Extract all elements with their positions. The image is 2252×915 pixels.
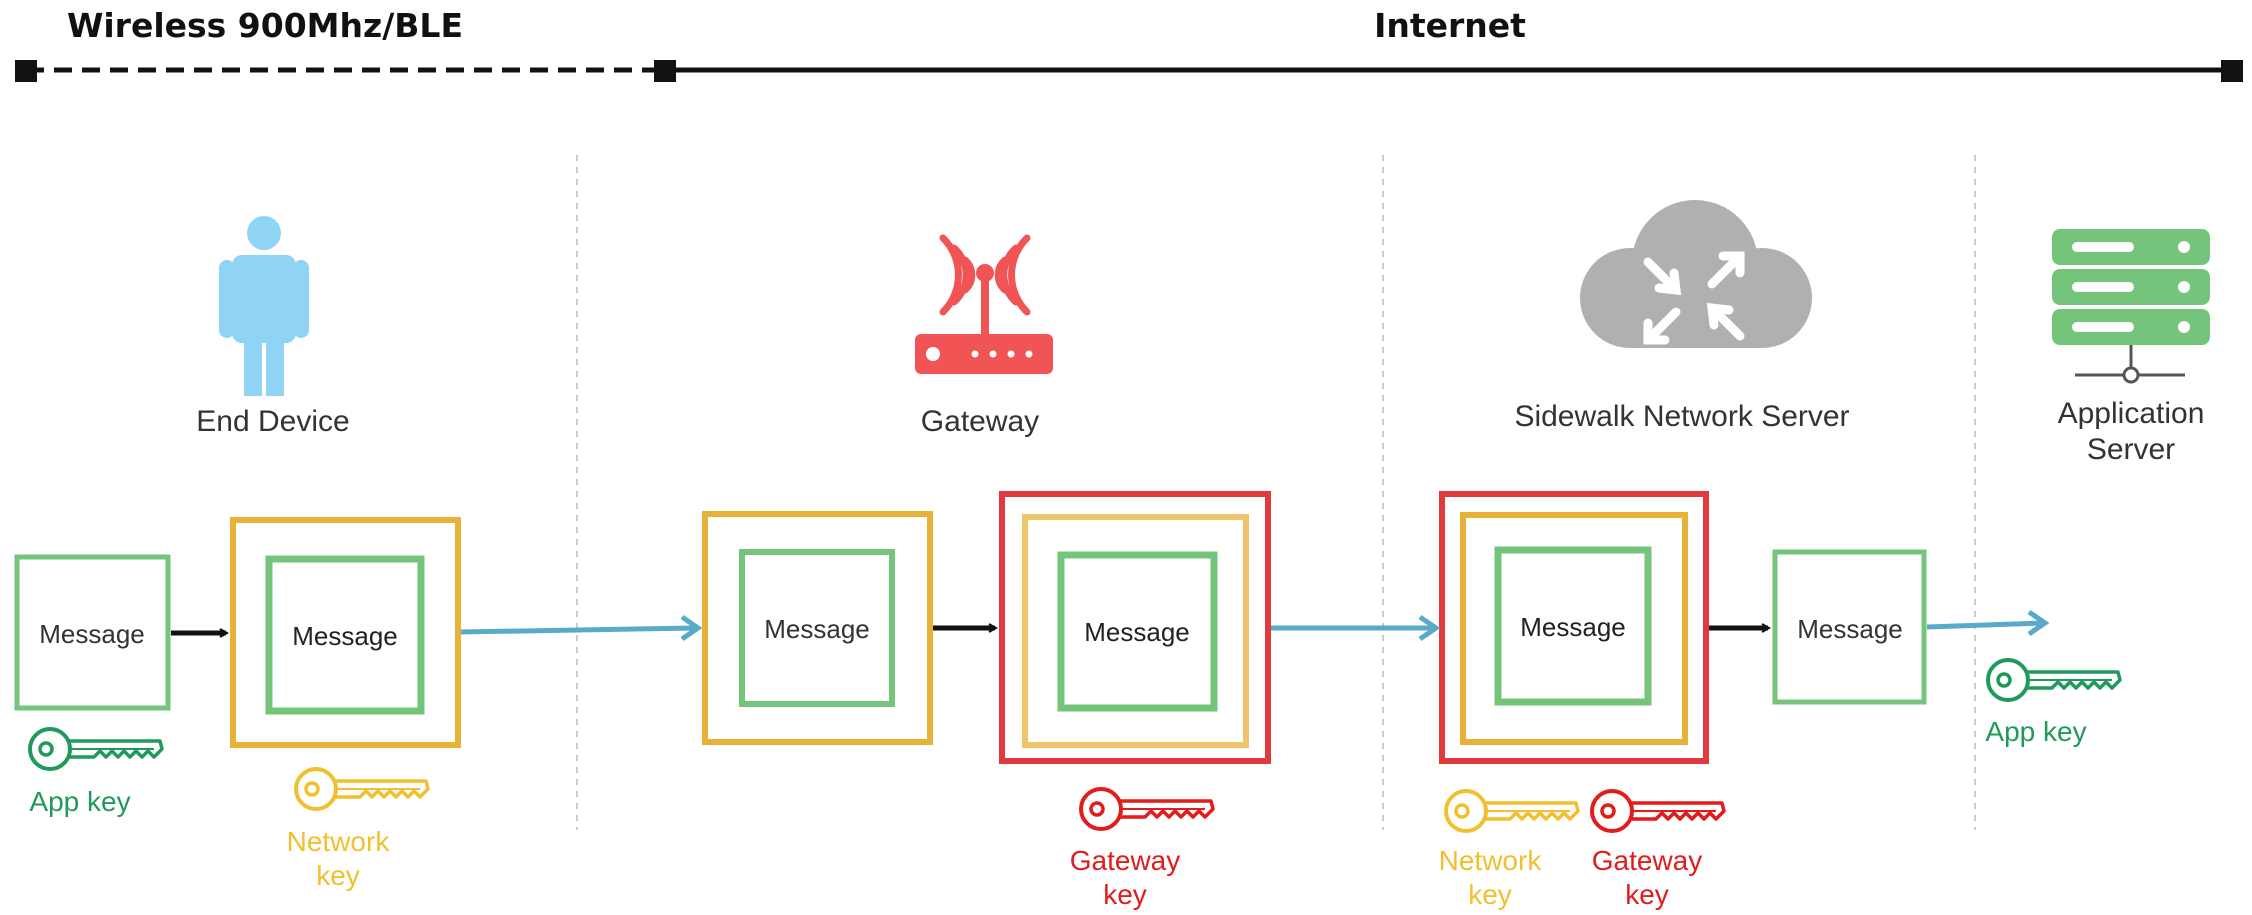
app-server-label-line2: Server (2087, 433, 2175, 466)
gateway-key-label-line2: key (1103, 879, 1147, 910)
line-endpoint-right (2221, 60, 2243, 82)
message-box-6: Message (1772, 549, 1927, 705)
line-endpoint-mid (654, 60, 676, 82)
message-box-4: Message (999, 491, 1271, 764)
key-icon (1444, 789, 1580, 833)
network-key-label-line1: Network (1439, 845, 1543, 876)
message-text: Message (39, 619, 145, 649)
message-text: Message (764, 614, 870, 644)
message-text: Message (1084, 617, 1190, 647)
app-key-label: App key (29, 786, 130, 817)
cloud-icon (1580, 200, 1812, 348)
gateway-key-label-line2: key (1625, 879, 1669, 910)
message-text: Message (292, 621, 398, 651)
wireless-label: Wireless 900Mhz/BLE (67, 6, 463, 45)
message-box-1: Message (14, 554, 171, 711)
gateway-key-label-line1: Gateway (1070, 845, 1181, 876)
arrow-icon (1926, 609, 2050, 637)
arrow-icon (460, 614, 703, 642)
message-box-3: Message (702, 511, 933, 745)
gateway-key-label-line1: Gateway (1592, 845, 1703, 876)
gateway-label: Gateway (921, 405, 1039, 438)
key-icon (294, 767, 430, 811)
app-key-label: App key (1985, 716, 2086, 747)
key-icon (1986, 658, 2122, 702)
line-endpoint-left (15, 60, 37, 82)
router-icon (915, 234, 1053, 374)
message-text: Message (1520, 612, 1626, 642)
server-icon (2052, 229, 2210, 384)
network-key-label-line2: key (316, 860, 360, 891)
message-box-5: Message (1439, 491, 1709, 764)
key-icon (1590, 789, 1726, 833)
arrow-icon (1271, 614, 1441, 642)
end-device-label: End Device (196, 405, 349, 438)
internet-label: Internet (1374, 6, 1526, 45)
message-box-2: Message (230, 517, 461, 748)
network-key-label-line2: key (1468, 879, 1512, 910)
person-icon (219, 216, 309, 396)
app-server-label-line1: Application (2058, 397, 2205, 430)
key-icon (1079, 787, 1215, 831)
header: Wireless 900Mhz/BLE Internet (15, 6, 2243, 82)
network-server-label: Sidewalk Network Server (1514, 400, 1849, 433)
message-text: Message (1797, 614, 1903, 644)
arrows (171, 609, 2050, 642)
dividers (576, 155, 1976, 830)
key-icon (28, 727, 164, 771)
network-key-label-line1: Network (287, 826, 391, 857)
